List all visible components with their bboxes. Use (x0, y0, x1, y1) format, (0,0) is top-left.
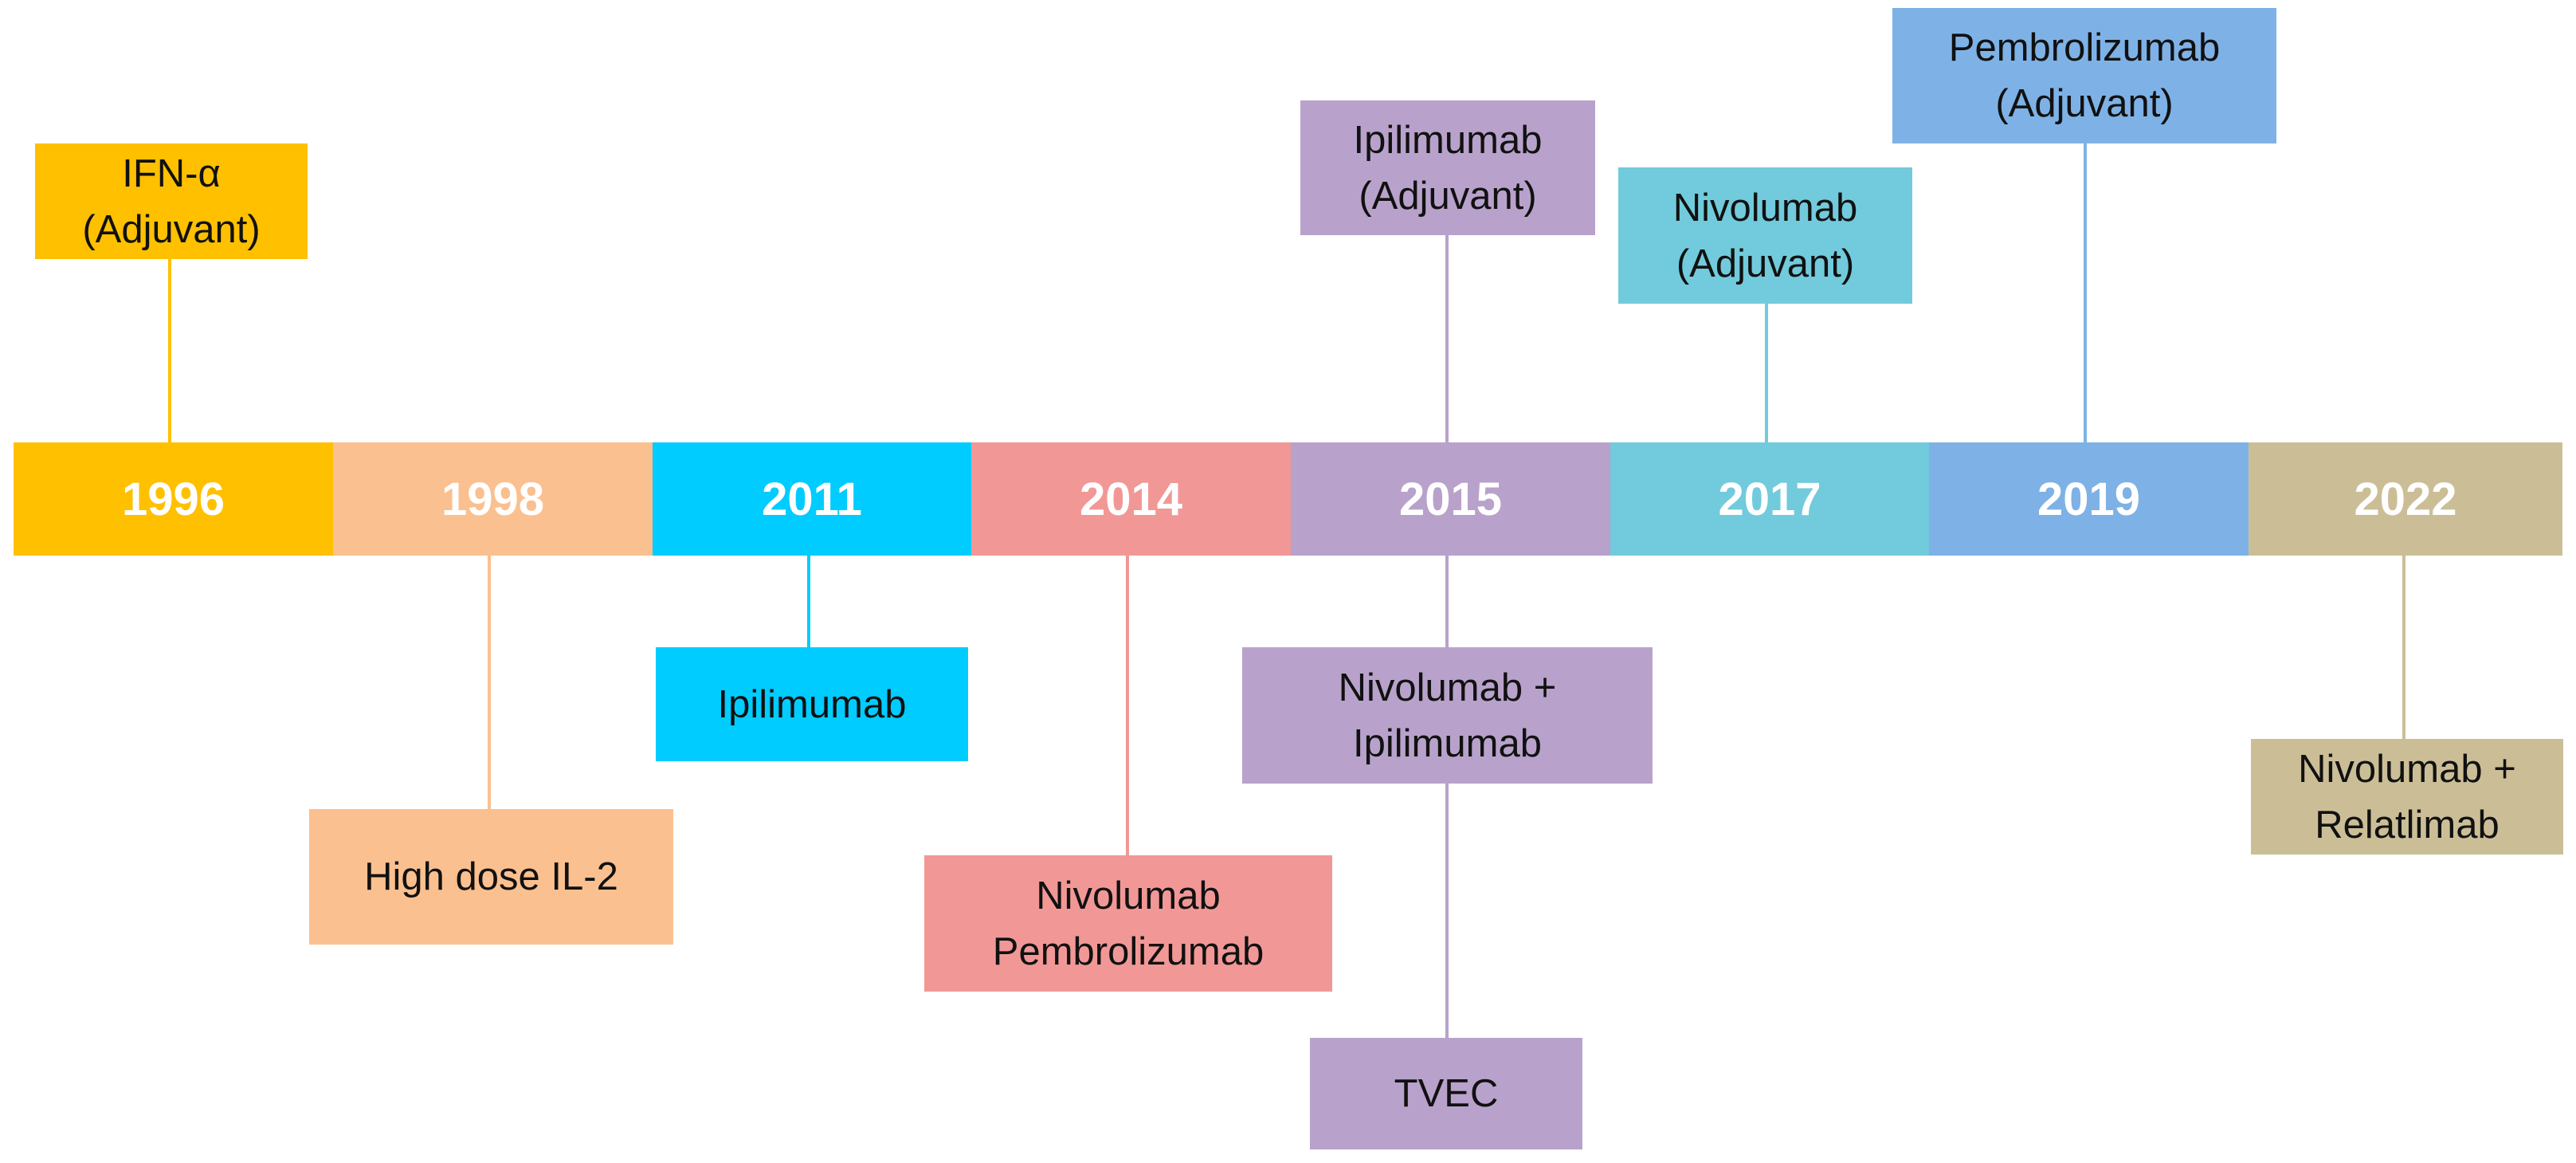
connector-2014 (1126, 556, 1129, 855)
event-box-2017-nivolumab-adjuvant: Nivolumab (Adjuvant) (1618, 167, 1912, 304)
event-box-2022-nivolumab-relatlimab: Nivolumab + Relatlimab (2251, 739, 2563, 855)
year-segment-1998: 1998 (333, 442, 653, 556)
connector-2015-down (1445, 556, 1449, 1038)
event-box-1998-high-dose-il2: High dose IL-2 (309, 809, 673, 945)
year-segment-2022: 2022 (2249, 442, 2562, 556)
event-box-2015-ipilimumab-adjuvant: Ipilimumab (Adjuvant) (1300, 100, 1595, 235)
event-box-2015-tvec: TVEC (1310, 1038, 1582, 1149)
event-box-2011-ipilimumab: Ipilimumab (656, 647, 968, 761)
connector-2019 (2084, 143, 2087, 442)
year-segment-2017: 2017 (1610, 442, 1929, 556)
event-box-2014-nivolumab-pembrolizumab: Nivolumab Pembrolizumab (924, 855, 1332, 992)
year-segment-2014: 2014 (971, 442, 1291, 556)
connector-2015-up (1445, 235, 1449, 442)
connector-1998 (488, 556, 491, 809)
connector-1996 (168, 259, 171, 442)
year-segment-2019: 2019 (1929, 442, 2249, 556)
event-box-2015-nivolumab-ipilimumab: Nivolumab + Ipilimumab (1242, 647, 1653, 784)
event-box-1996-ifn-alpha: IFN-α (Adjuvant) (35, 143, 308, 259)
year-segment-1996: 1996 (14, 442, 333, 556)
connector-2017 (1765, 304, 1768, 442)
year-segment-2011: 2011 (653, 442, 971, 556)
connector-2022 (2402, 556, 2405, 739)
connector-2011 (807, 556, 810, 647)
year-segment-2015: 2015 (1291, 442, 1610, 556)
event-box-2019-pembrolizumab-adjuvant: Pembrolizumab (Adjuvant) (1892, 8, 2276, 143)
